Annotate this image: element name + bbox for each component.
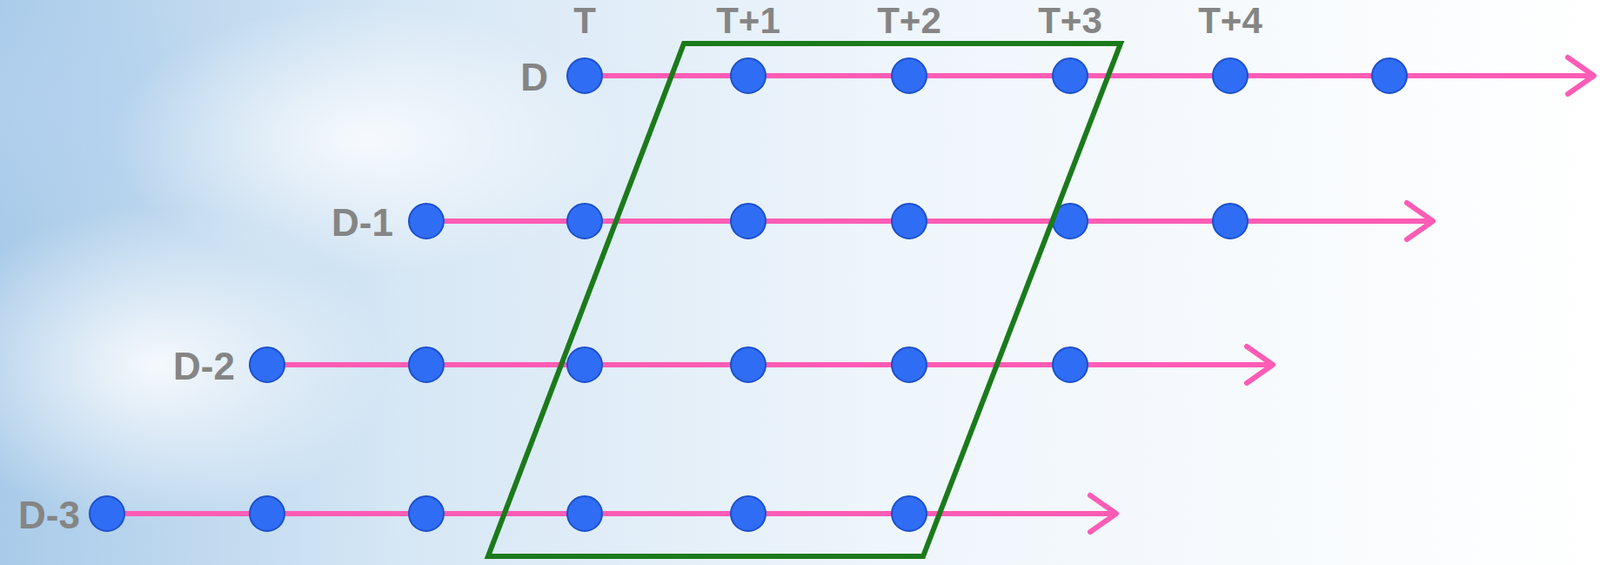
- time-label: T+4: [1198, 2, 1263, 40]
- time-label: T+2: [876, 2, 942, 40]
- time-dots: [89, 58, 1407, 531]
- day-label: D: [520, 58, 549, 97]
- window-parallelogram: [488, 43, 1121, 556]
- time-label: T+1: [716, 2, 781, 40]
- timeline-arrows: [107, 57, 1594, 532]
- time-label: T: [573, 2, 596, 40]
- day-label: D-1: [331, 203, 394, 242]
- day-label: D-3: [18, 495, 81, 535]
- day-label: D-2: [173, 347, 235, 386]
- time-label: T+3: [1037, 2, 1103, 40]
